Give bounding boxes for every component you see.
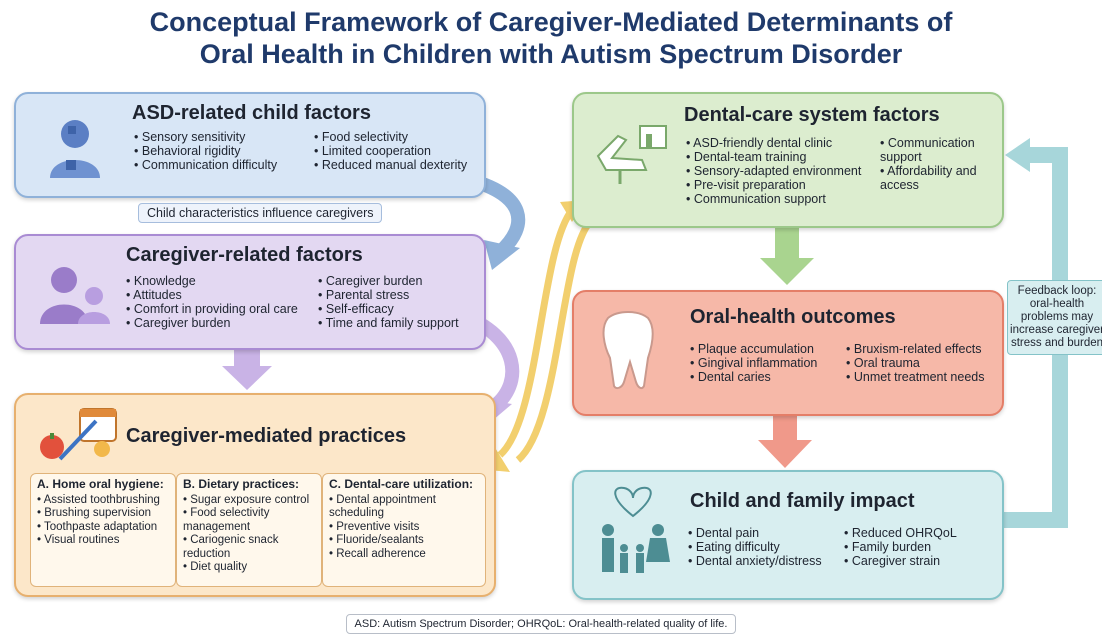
- list-item: Reduced OHRQoL: [844, 526, 994, 540]
- list-item: Communication support: [686, 192, 870, 206]
- caregiver-factors-title: Caregiver-related factors: [126, 244, 363, 266]
- family-heart-icon: [602, 486, 670, 573]
- list-item: Comfort in providing oral care: [126, 302, 308, 316]
- list-item: Brushing supervision: [37, 507, 169, 521]
- outcomes-title: Oral-health outcomes: [690, 306, 896, 328]
- impact-title: Child and family impact: [690, 490, 915, 512]
- list-item: Preventive visits: [329, 521, 479, 535]
- list-item: Caregiver strain: [844, 554, 994, 568]
- list-item: Eating difficulty: [688, 540, 834, 554]
- list-item: Behavioral rigidity: [134, 144, 304, 158]
- toothbrush-calendar-icon: [40, 408, 117, 461]
- list-item: Sensory-adapted environment: [686, 164, 870, 178]
- list-item: Knowledge: [126, 274, 308, 288]
- list-item: Recall adherence: [329, 548, 479, 562]
- arrow-dental-to-outcomes-shaft: [775, 226, 799, 260]
- list-item: Communication difficulty: [134, 158, 304, 172]
- practice-c-heading: C. Dental-care utilization:: [329, 477, 474, 491]
- list-item: Sensory sensitivity: [134, 130, 304, 144]
- footnote: ASD: Autism Spectrum Disorder; OHRQoL: O…: [346, 614, 736, 634]
- outcomes-list: Plaque accumulation Gingival inflammatio…: [690, 342, 996, 384]
- page-title: Conceptual Framework of Caregiver-Mediat…: [0, 6, 1102, 70]
- practice-dietary: B. Dietary practices: Sugar exposure con…: [176, 473, 322, 587]
- dental-chair-icon: [596, 125, 667, 184]
- list-item: Self-efficacy: [318, 302, 488, 316]
- list-item: Sugar exposure control: [183, 494, 315, 508]
- list-item: Oral trauma: [846, 356, 996, 370]
- practices-box: Caregiver-mediated practices A. Home ora…: [14, 393, 496, 597]
- title-line-1: Conceptual Framework of Caregiver-Mediat…: [149, 7, 953, 37]
- list-item: Reduced manual dexterity: [314, 158, 484, 172]
- list-item: Fluoride/sealants: [329, 534, 479, 548]
- arrow-caregiver-to-practices-head: [222, 366, 272, 390]
- list-item: Dental-team training: [686, 150, 870, 164]
- title-line-2: Oral Health in Children with Autism Spec…: [199, 39, 903, 69]
- list-item: Food selectivity management: [183, 507, 315, 534]
- list-item: Caregiver burden: [318, 274, 488, 288]
- list-item: Plaque accumulation: [690, 342, 836, 356]
- list-item: Unmet treatment needs: [846, 370, 996, 384]
- list-item: Parental stress: [318, 288, 488, 302]
- list-item: Dental anxiety/distress: [688, 554, 834, 568]
- tooth-icon: [602, 311, 654, 390]
- list-item: Limited cooperation: [314, 144, 484, 158]
- list-item: Dental caries: [690, 370, 836, 384]
- list-item: Diet quality: [183, 561, 315, 575]
- practice-b-heading: B. Dietary practices:: [183, 477, 300, 491]
- arrow-outcomes-to-impact-head: [758, 440, 812, 468]
- arrow-caregiver-to-practices-shaft: [234, 348, 260, 368]
- list-item: Food selectivity: [314, 130, 484, 144]
- list-item: Dental appointment scheduling: [329, 494, 479, 521]
- list-item: Attitudes: [126, 288, 308, 302]
- practice-dental-care-utilization: C. Dental-care utilization: Dental appoi…: [322, 473, 486, 587]
- dental-system-title: Dental-care system factors: [684, 104, 940, 126]
- list-item: ASD-friendly dental clinic: [686, 136, 870, 150]
- caregiver-child-icon: [40, 267, 110, 324]
- list-item: Visual routines: [37, 534, 169, 548]
- dental-system-box: Dental-care system factors ASD-friendly …: [572, 92, 1004, 228]
- arrow-child-to-caregiver: [463, 173, 526, 259]
- arrow-bidirectional-2: [515, 219, 593, 463]
- list-item: Family burden: [844, 540, 994, 554]
- list-item: Cariogenic snack reduction: [183, 534, 315, 561]
- impact-list: Dental pain Eating difficulty Dental anx…: [688, 526, 994, 568]
- list-item: Assisted toothbrushing: [37, 494, 169, 508]
- child-factors-box: ASD-related child factors Sensory sensit…: [14, 92, 486, 198]
- arrow-dental-to-outcomes-head: [760, 258, 814, 285]
- list-item: Toothpaste adaptation: [37, 521, 169, 535]
- child-factors-title: ASD-related child factors: [132, 102, 371, 124]
- list-item: Pre-visit preparation: [686, 178, 870, 192]
- arrow-outcomes-to-impact-shaft: [773, 414, 797, 442]
- feedback-loop-head: [1005, 138, 1030, 172]
- child-family-impact-box: Child and family impact Dental pain Eati…: [572, 470, 1004, 600]
- puzzle-child-icon: [50, 120, 100, 178]
- arrow-bidirectional-1: [497, 207, 575, 458]
- oral-health-outcomes-box: Oral-health outcomes Plaque accumulation…: [572, 290, 1004, 416]
- list-item: Dental pain: [688, 526, 834, 540]
- list-item: Time and family support: [318, 316, 488, 330]
- feedback-loop-label: Feedback loop: oral-health problems may …: [1007, 280, 1102, 355]
- list-item: Bruxism-related effects: [846, 342, 996, 356]
- child-to-caregiver-label: Child characteristics influence caregive…: [138, 203, 383, 223]
- caregiver-factors-list: Knowledge Attitudes Comfort in providing…: [126, 274, 488, 330]
- practice-home-oral-hygiene: A. Home oral hygiene: Assisted toothbrus…: [30, 473, 176, 587]
- list-item: Caregiver burden: [126, 316, 308, 330]
- practice-a-heading: A. Home oral hygiene:: [37, 477, 164, 491]
- dental-system-list: ASD-friendly dental clinic Dental-team t…: [686, 136, 992, 206]
- practices-title: Caregiver-mediated practices: [126, 425, 407, 447]
- arrow-head-child-to-caregiver: [484, 240, 520, 270]
- child-factors-list: Sensory sensitivity Behavioral rigidity …: [134, 130, 484, 172]
- list-item: Communication support: [880, 136, 992, 164]
- list-item: Gingival inflammation: [690, 356, 836, 370]
- list-item: Affordability and access: [880, 164, 992, 192]
- caregiver-factors-box: Caregiver-related factors Knowledge Atti…: [14, 234, 486, 350]
